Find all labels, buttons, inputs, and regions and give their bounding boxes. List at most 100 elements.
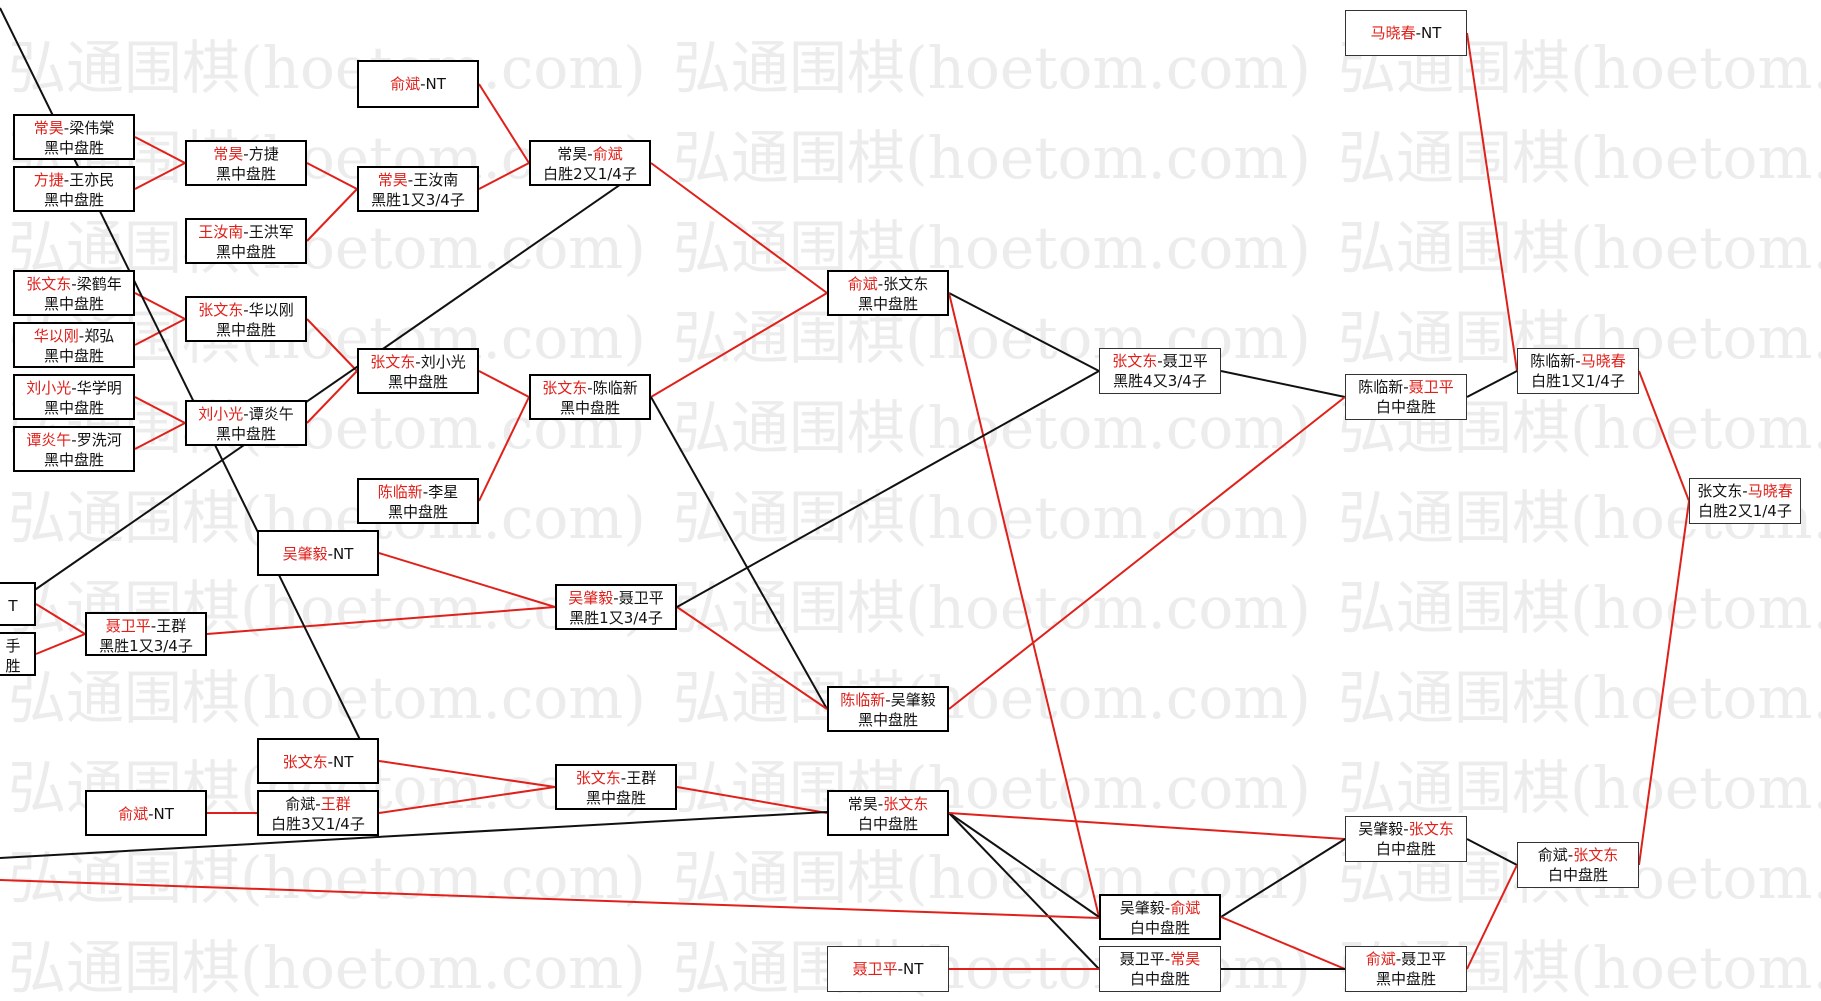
match-result: 白中盘胜 bbox=[857, 815, 918, 833]
player-black: 聂卫平 bbox=[852, 960, 898, 978]
bracket-connector bbox=[1638, 500, 1690, 866]
match-result: 黑中盘胜 bbox=[43, 399, 104, 417]
match-box: 张文东-梁鹤年黑中盘胜 bbox=[13, 270, 135, 316]
player-white: 俞斌 bbox=[592, 145, 623, 163]
player-white: 方捷 bbox=[248, 145, 279, 163]
match-box: 俞斌-王群白胜3又1/4子 bbox=[257, 790, 379, 836]
bracket-connector bbox=[948, 812, 1100, 918]
match-box: 张文东-王群黑中盘胜 bbox=[555, 764, 677, 810]
match-result: 白中盘胜 bbox=[1375, 398, 1436, 416]
match-result: 黑胜4又3/4子 bbox=[1113, 372, 1207, 390]
match-box: 俞斌-聂卫平黑中盘胜 bbox=[1345, 946, 1467, 992]
bracket-connector bbox=[1220, 370, 1346, 398]
player-white: 俞斌 bbox=[1170, 899, 1201, 917]
player-separator: - bbox=[243, 145, 249, 163]
player-white: 刘小光 bbox=[420, 353, 466, 371]
player-separator: - bbox=[71, 379, 77, 397]
player-white: 谭炎午 bbox=[248, 405, 294, 423]
match-players: 聂卫平-常昊 bbox=[1100, 949, 1220, 969]
player-separator: - bbox=[71, 431, 77, 449]
match-players: 俞斌-王群 bbox=[259, 794, 377, 814]
match-box: 陈临新-吴肇毅黑中盘胜 bbox=[827, 686, 949, 732]
match-players: 常昊-俞斌 bbox=[531, 144, 649, 164]
bracket-connector bbox=[1466, 838, 1518, 866]
player-black: 常昊 bbox=[33, 119, 64, 137]
player-black: 常昊 bbox=[377, 171, 408, 189]
match-box: 常昊-梁伟棠黑中盘胜 bbox=[13, 114, 135, 160]
match-players: 张文东-陈临新 bbox=[531, 378, 649, 398]
player-white: 梁鹤年 bbox=[76, 275, 122, 293]
player-white: 聂卫平 bbox=[1408, 378, 1454, 396]
bracket-connector bbox=[1466, 864, 1518, 970]
bracket-connector bbox=[1466, 32, 1518, 372]
match-players: 刘小光-华学明 bbox=[15, 378, 133, 398]
match-players: 张文东-聂卫平 bbox=[1100, 351, 1220, 371]
player-separator: - bbox=[1164, 950, 1171, 968]
bracket-connector bbox=[134, 136, 186, 164]
player-white: 华学明 bbox=[76, 379, 122, 397]
player-separator: - bbox=[148, 805, 154, 823]
player-separator: - bbox=[1157, 352, 1163, 370]
match-result: 白中盘胜 bbox=[1547, 866, 1608, 884]
match-result: 黑中盘胜 bbox=[559, 399, 620, 417]
bracket-connector bbox=[306, 188, 358, 242]
player-white: 王群 bbox=[320, 795, 351, 813]
match-box: 陈临新-马晓春白胜1又1/4子 bbox=[1517, 348, 1639, 394]
match-box: 方捷-王亦民黑中盘胜 bbox=[13, 166, 135, 212]
bracket-connector bbox=[35, 603, 86, 635]
player-separator: - bbox=[78, 327, 85, 345]
match-box: 陈临新-李星黑中盘胜 bbox=[357, 478, 479, 524]
player-black: 吴肇毅 bbox=[282, 545, 328, 563]
match-box: 吴肇毅-聂卫平黑胜1又3/4子 bbox=[555, 584, 677, 630]
bracket-connector bbox=[1466, 370, 1518, 398]
player-black: 俞斌 bbox=[118, 805, 149, 823]
bracket-long-connector bbox=[0, 163, 651, 615]
player-white: 梁伟棠 bbox=[69, 119, 115, 137]
player-white: 王洪军 bbox=[248, 223, 294, 241]
player-separator: - bbox=[315, 795, 321, 813]
player-separator: - bbox=[415, 353, 421, 371]
match-box: 张文东-陈临新黑中盘胜 bbox=[529, 374, 651, 420]
player-black: 陈临新 bbox=[1530, 352, 1576, 370]
player-separator: - bbox=[150, 617, 157, 635]
player-separator: - bbox=[422, 483, 429, 501]
player-white: 张文东 bbox=[883, 275, 929, 293]
bracket-connector bbox=[948, 812, 1100, 970]
match-result: 黑中盘胜 bbox=[43, 451, 104, 469]
bracket-connector bbox=[306, 318, 358, 372]
match-box: 王汝南-王洪军黑中盘胜 bbox=[185, 218, 307, 264]
player-black: 俞斌 bbox=[1537, 846, 1568, 864]
match-players: 常昊-方捷 bbox=[187, 144, 305, 164]
player-black: 陈临新 bbox=[377, 483, 423, 501]
match-box: 聂卫平-王群黑胜1又3/4子 bbox=[85, 612, 207, 656]
player-white: 李星 bbox=[428, 483, 459, 501]
match-players: 常昊-张文东 bbox=[829, 794, 947, 814]
player-black: 张文东 bbox=[1697, 482, 1743, 500]
watermark-text: 弘通围棋(hoetom.com) bbox=[673, 754, 1311, 822]
player-separator: - bbox=[877, 795, 884, 813]
player-separator: - bbox=[613, 589, 619, 607]
match-players: 张文东-刘小光 bbox=[359, 352, 477, 372]
player-white: NT bbox=[153, 805, 174, 823]
player-white: 马晓春 bbox=[1747, 482, 1793, 500]
player-white: NT bbox=[425, 75, 446, 93]
player-black: 谭炎午 bbox=[26, 431, 72, 449]
match-result: 黑中盘胜 bbox=[857, 711, 918, 729]
player-black: 吴肇毅 bbox=[1358, 820, 1404, 838]
bracket-connector bbox=[306, 162, 358, 190]
player-black: 俞斌 bbox=[390, 75, 421, 93]
bracket-connector bbox=[948, 292, 1100, 918]
player-black: 方捷 bbox=[33, 171, 64, 189]
player-black: 陈临新 bbox=[1358, 378, 1404, 396]
match-players: 俞斌-聂卫平 bbox=[1346, 949, 1466, 969]
match-players: 张文东-马晓春 bbox=[1690, 481, 1800, 501]
player-separator: - bbox=[420, 75, 426, 93]
player-black: 聂卫平 bbox=[105, 617, 151, 635]
match-box: 俞斌-NT bbox=[85, 790, 207, 836]
player-separator: - bbox=[1742, 482, 1748, 500]
match-players: 吴肇毅-聂卫平 bbox=[557, 588, 675, 608]
player-separator: - bbox=[1395, 950, 1402, 968]
player-black: 刘小光 bbox=[26, 379, 72, 397]
